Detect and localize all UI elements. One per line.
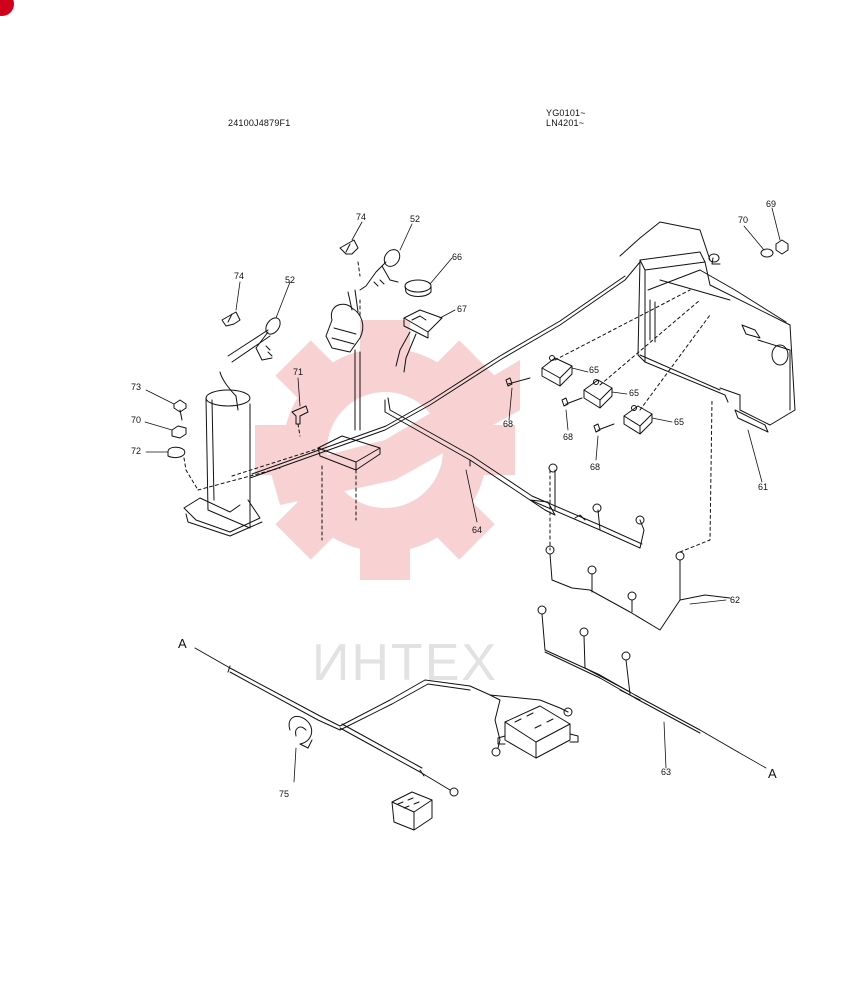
serial-number-ranges: YG0101~ LN4201~ <box>546 108 586 128</box>
relay-2 <box>583 379 613 409</box>
tie-71 <box>291 405 309 437</box>
callout-63: 63 <box>661 767 671 777</box>
callout-65-middle: 65 <box>629 388 639 398</box>
watermark-text: ИНТЕХ <box>312 634 498 692</box>
relay-3 <box>623 405 653 435</box>
callout-75: 75 <box>279 789 289 799</box>
callout-68-left: 68 <box>503 419 513 429</box>
knob-52-left <box>255 317 281 361</box>
callout-68-middle: 68 <box>563 432 573 442</box>
callout-64: 64 <box>472 525 482 535</box>
callout-61: 61 <box>758 482 768 492</box>
serial-range-1: YG0101~ <box>546 108 586 118</box>
boot-assembly <box>317 289 381 471</box>
cable-clamp <box>288 715 313 749</box>
callout-74-left: 74 <box>234 271 244 281</box>
callout-labels: 74 52 66 67 74 52 73 70 72 71 64 65 65 6… <box>131 199 777 799</box>
connector-block-large <box>497 705 579 759</box>
callout-67: 67 <box>457 304 467 314</box>
clip-74-left <box>221 311 241 327</box>
watermark-logo <box>255 320 520 580</box>
switch-66 <box>404 279 432 297</box>
callout-70-right: 70 <box>738 215 748 225</box>
mounting-bracket <box>637 251 796 433</box>
bolt-73 <box>173 399 187 421</box>
knob-52-center <box>359 249 401 291</box>
harness-63 <box>537 605 739 753</box>
callout-70-left: 70 <box>131 415 141 425</box>
match-label-a-left: A <box>178 636 187 651</box>
callout-73: 73 <box>131 382 141 392</box>
callout-65-lower: 65 <box>674 417 684 427</box>
callout-68-lower: 68 <box>590 462 600 472</box>
relay-1 <box>541 355 573 387</box>
callout-65-upper: 65 <box>589 365 599 375</box>
harness-62 <box>545 399 731 631</box>
callout-74-center: 74 <box>356 212 366 222</box>
callout-52-left: 52 <box>285 275 295 285</box>
switch-67 <box>395 309 443 373</box>
callout-66: 66 <box>452 252 462 262</box>
drawing-part-number: 24100J4879F1 <box>228 118 291 128</box>
clip-74-center <box>339 239 359 255</box>
callout-71: 71 <box>293 367 303 377</box>
callout-62: 62 <box>730 595 740 605</box>
harness-64 <box>249 261 645 549</box>
screws-68 <box>505 377 615 433</box>
match-label-a-right: A <box>768 766 777 781</box>
callout-52-center: 52 <box>410 214 420 224</box>
tank-cylinder <box>183 329 271 537</box>
nut-70-left <box>171 425 187 439</box>
connector-block-small <box>391 791 433 831</box>
corner-marker <box>0 0 14 16</box>
nut-washer-top <box>619 221 789 265</box>
serial-range-2: LN4201~ <box>546 118 585 128</box>
leader-lines <box>144 207 781 783</box>
washer-72 <box>167 446 199 491</box>
callout-72: 72 <box>131 446 141 456</box>
harness-bottom <box>194 647 573 797</box>
callout-69: 69 <box>766 199 776 209</box>
